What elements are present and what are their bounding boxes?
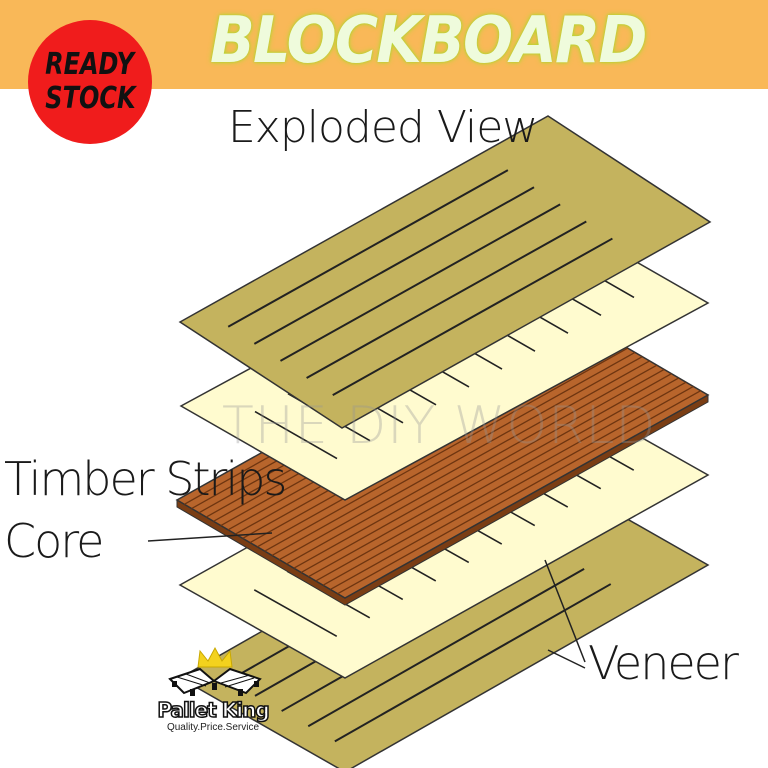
badge-line-1: READY xyxy=(45,47,135,82)
label-timber-strips: Timber Strips xyxy=(4,452,287,506)
label-core: Core xyxy=(4,514,104,568)
grain-line xyxy=(307,568,585,728)
grain-line xyxy=(332,237,613,396)
crown-pallet-icon xyxy=(168,646,262,696)
timber-strip xyxy=(322,381,687,586)
timber-strip xyxy=(293,364,658,569)
outer-sheet-layer xyxy=(178,115,712,429)
label-veneer: Veneer xyxy=(588,636,739,690)
ready-stock-badge: READY STOCK xyxy=(28,20,152,144)
timber-strip xyxy=(300,368,665,574)
timber-strip xyxy=(271,351,636,556)
grain-line xyxy=(253,186,535,345)
core-pointer-line xyxy=(147,532,273,542)
badge-line-2: STOCK xyxy=(44,81,136,116)
logo-name: Pallet King xyxy=(157,697,271,723)
logo-tagline: Quality.Price.Service xyxy=(166,722,260,733)
grain-line xyxy=(254,410,338,460)
grain-line xyxy=(306,220,587,379)
product-title: BLOCKBOARD xyxy=(210,4,647,78)
timber-strip xyxy=(308,373,672,578)
grain-line xyxy=(253,589,338,637)
grain-line xyxy=(279,203,561,362)
timber-strip xyxy=(278,356,643,561)
veneer-pointer-line xyxy=(547,649,586,669)
timber-strip xyxy=(337,390,702,595)
timber-strip xyxy=(264,347,628,552)
watermark: THE DIY WORLD xyxy=(222,396,657,456)
timber-strip xyxy=(330,385,694,591)
diagram-heading: Exploded View xyxy=(228,102,538,153)
grain-line xyxy=(227,169,509,328)
pallet-king-logo: Pallet King Quality.Price.Service xyxy=(150,645,280,735)
timber-strip xyxy=(315,377,680,582)
veneer-pointer-line xyxy=(544,559,586,663)
timber-strip xyxy=(286,360,650,565)
